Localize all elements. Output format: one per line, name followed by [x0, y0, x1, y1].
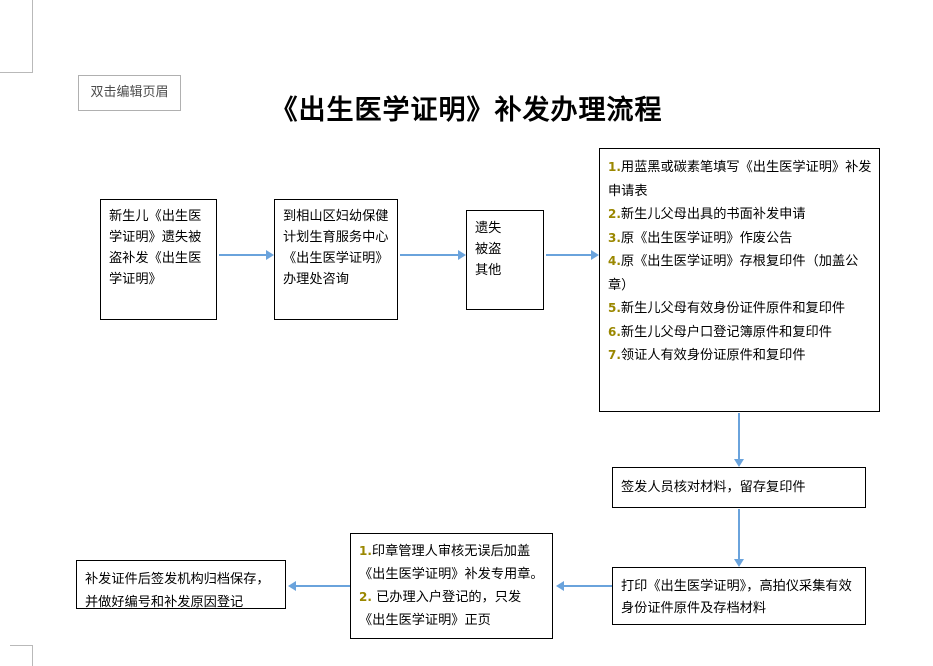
material-item-number: 1. — [608, 160, 621, 174]
material-item-text: 新生儿父母有效身份证件原件和复印件 — [620, 301, 846, 316]
page-title: 《出生医学证明》补发办理流程 — [270, 95, 663, 126]
arrow-right-origin-to-center — [219, 249, 274, 261]
flow-box-origin-text: 新生儿《出生医学证明》遗失被盗补发《出生医学证明》 — [109, 209, 202, 287]
seal-item-text: 印章管理人审核无误后加盖《出生医学证明》补发专用章。 — [359, 544, 544, 582]
flow-box-archive-text: 补发证件后签发机构归档保存，并做好编号和补发原因登记 — [85, 572, 270, 609]
material-item-number: 6. — [608, 324, 621, 339]
arrow-left-seal-to-archive — [288, 580, 350, 592]
arrow-shaft — [738, 413, 740, 459]
flow-box-origin: 新生儿《出生医学证明》遗失被盗补发《出生医学证明》 — [100, 199, 217, 320]
material-item-text: 新生儿父母出具的书面补发申请 — [620, 207, 806, 222]
page-margin-mark-bottom-left — [10, 645, 33, 666]
seal-item-number: 2. — [359, 590, 372, 604]
arrow-head-icon — [288, 581, 296, 591]
arrow-right-reasons-to-materials — [546, 249, 599, 261]
flow-box-print-certificate: 打印《出生医学证明》，高拍仪采集有效身份证件原件及存档材料 — [612, 567, 866, 625]
material-item-number: 7. — [608, 348, 621, 362]
seal-item: 1.印章管理人审核无误后加盖《出生医学证明》补发专用章。 — [359, 540, 545, 586]
arrow-head-icon — [266, 250, 274, 260]
material-item-text: 用蓝黑或碳素笔填写《出生医学证明》补发申请表 — [608, 160, 872, 199]
material-item-number: 2. — [608, 207, 621, 221]
flow-box-archive: 补发证件后签发机构归档保存，并做好编号和补发原因登记 — [76, 560, 286, 609]
material-item: 2.新生儿父母出具的书面补发申请 — [608, 203, 872, 227]
arrow-shaft — [564, 585, 612, 587]
seal-item-text: 已办理入户登记的，只发《出生医学证明》正页 — [359, 590, 522, 628]
arrow-shaft — [296, 585, 350, 587]
arrow-head-icon — [734, 459, 744, 467]
material-item-text: 原《出生医学证明》作废公告 — [620, 230, 793, 246]
arrow-right-center-to-reasons — [400, 249, 466, 261]
material-item: 7.领证人有效身份证原件和复印件 — [608, 344, 872, 368]
material-item: 5.新生儿父母有效身份证件原件和复印件 — [608, 297, 872, 321]
flow-box-consult-center: 到相山区妇幼保健计划生育服务中心《出生医学证明》办理处咨询 — [274, 199, 398, 320]
flow-box-verify-materials: 签发人员核对材料，留存复印件 — [612, 467, 866, 508]
arrow-shaft — [546, 254, 591, 256]
arrow-shaft — [219, 254, 267, 256]
arrow-down-materials-to-verify — [733, 413, 745, 467]
material-item: 6.新生儿父母户口登记簿原件和复印件 — [608, 321, 872, 345]
arrow-head-icon — [734, 559, 744, 567]
material-item: 3.原《出生医学证明》作废公告 — [608, 227, 872, 251]
material-item-number: 3. — [608, 230, 621, 245]
material-item-number: 4. — [608, 254, 621, 268]
seal-item: 2. 已办理入户登记的，只发《出生医学证明》正页 — [359, 586, 545, 632]
flow-box-verify-materials-text: 签发人员核对材料，留存复印件 — [621, 480, 806, 495]
flow-box-seal-approval: 1.印章管理人审核无误后加盖《出生医学证明》补发专用章。 2. 已办理入户登记的… — [350, 533, 553, 639]
flow-box-consult-center-text: 到相山区妇幼保健计划生育服务中心《出生医学证明》办理处咨询 — [283, 209, 389, 287]
arrow-head-icon — [556, 581, 564, 591]
flow-box-reasons: 遗失 被盗 其他 — [466, 210, 544, 310]
reason-item-lost: 遗失 — [475, 221, 502, 236]
arrow-down-verify-to-print — [733, 509, 745, 567]
material-item-text: 领证人有效身份证原件和复印件 — [620, 348, 806, 363]
flow-box-required-materials: 1.用蓝黑或碳素笔填写《出生医学证明》补发申请表 2.新生儿父母出具的书面补发申… — [599, 148, 880, 412]
material-item: 1.用蓝黑或碳素笔填写《出生医学证明》补发申请表 — [608, 156, 872, 203]
edit-header-button[interactable]: 双击编辑页眉 — [78, 75, 181, 111]
seal-item-number: 1. — [359, 544, 372, 558]
arrow-shaft — [738, 509, 740, 559]
arrow-left-print-to-seal — [556, 580, 612, 592]
arrow-head-icon — [458, 250, 466, 260]
page-margin-mark-top-left — [0, 0, 33, 73]
flow-box-print-certificate-text: 打印《出生医学证明》，高拍仪采集有效身份证件原件及存档材料 — [621, 579, 852, 616]
reason-item-other: 其他 — [475, 263, 502, 278]
material-item-text: 新生儿父母户口登记簿原件和复印件 — [620, 324, 832, 340]
reason-item-stolen: 被盗 — [475, 242, 502, 257]
arrow-head-icon — [591, 250, 599, 260]
material-item-number: 5. — [608, 301, 621, 315]
material-item-text: 原《出生医学证明》存根复印件（加盖公章） — [608, 254, 859, 293]
material-item: 4.原《出生医学证明》存根复印件（加盖公章） — [608, 250, 872, 297]
arrow-shaft — [400, 254, 458, 256]
